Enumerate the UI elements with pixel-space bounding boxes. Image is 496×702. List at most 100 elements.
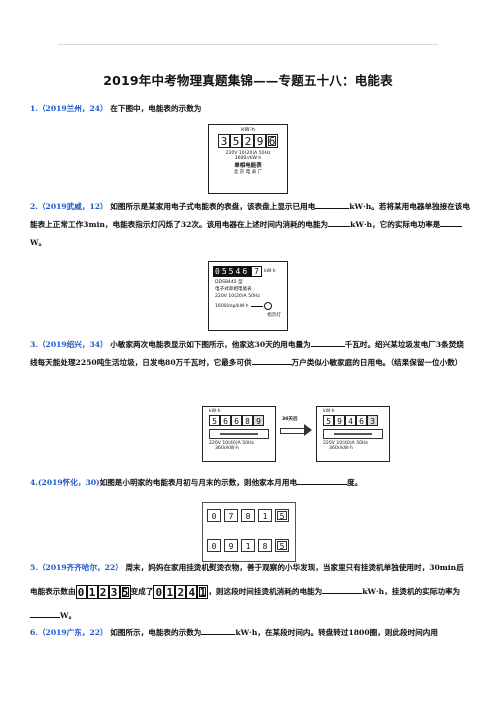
- digit: 2: [242, 134, 254, 148]
- question-text: 周末，妈妈在家用挂烫机熨烫衣物，善于观察的小华发现，当家里只有挂烫机单独使用时，…: [30, 563, 464, 596]
- question-number: 5.: [30, 563, 38, 572]
- digit: 6: [242, 267, 250, 276]
- question-2: 2.（2019武威，12） 如图所示是某家用电子式电能表的表盘，该表盘上显示已用…: [30, 198, 470, 252]
- digit: 5: [323, 415, 334, 426]
- answer-blank[interactable]: [201, 625, 236, 635]
- meter-dial: [209, 429, 269, 439]
- question-text: 如图是小明家的电能表月初与月末的示数，则他家本月用电: [99, 478, 298, 487]
- digit: 3: [218, 134, 230, 148]
- question-3: 3.（2019绍兴，34） 小敏家两次电能表显示如下图所示，他家这30天的用电量…: [30, 336, 470, 372]
- digit: 5: [230, 134, 242, 148]
- digit-decimal: 5: [275, 509, 289, 522]
- meter-figure-q3-before: kW·h 5 6 6 8 9 220V 10(40)A 50Hz 360r/kW…: [202, 406, 276, 462]
- meter-rev: 360r/kW·h: [215, 446, 239, 451]
- question-source: (2019怀化，30): [37, 478, 100, 487]
- meter-dial: [323, 429, 383, 439]
- digit: 2: [175, 585, 187, 599]
- answer-blank[interactable]: [315, 199, 350, 209]
- digit-decimal: 6: [266, 134, 278, 148]
- question-text: 变成了: [130, 587, 154, 596]
- digit-decimal: 3: [367, 415, 378, 426]
- digit: 0: [215, 267, 222, 276]
- meter-spec: 220V 10(20)A 50Hz: [225, 151, 271, 156]
- meter-lamp-label: 指示灯: [267, 313, 281, 318]
- digit: 4: [345, 415, 356, 426]
- digit: 0: [207, 539, 221, 552]
- question-text: 万户类似小敏家庭的日用电。（结果保留一位小数）: [291, 358, 463, 367]
- meter-maker: 北 京 电 表 厂: [233, 170, 263, 175]
- question-text: W。: [30, 238, 47, 247]
- digit: 3: [108, 585, 120, 599]
- indicator-lamp-icon: [264, 302, 273, 310]
- digit: 5: [228, 267, 236, 276]
- meter-imp: 1600imp/kW·h: [215, 303, 249, 309]
- meter-readings-q4: 0 7 8 1 5 0 9 1 8 5: [202, 502, 296, 562]
- digit: 1: [86, 585, 98, 599]
- digit: 5: [209, 415, 220, 426]
- meter-digits: 0 5 5 4 6 7 kW·h: [213, 266, 287, 277]
- answer-blank[interactable]: [30, 608, 60, 618]
- question-text: kW·h，挂烫机的实际功率为: [362, 587, 461, 596]
- question-1: 1.（2019兰州，24） 在下图中，电能表的示数为: [30, 100, 470, 118]
- answer-blank[interactable]: [328, 217, 351, 227]
- header-divider: [58, 44, 438, 45]
- digit-decimal: 5: [119, 585, 131, 599]
- digit: 6: [231, 415, 242, 426]
- digit: 8: [241, 509, 255, 522]
- question-5: 5.（2019齐齐哈尔，22） 周末，妈妈在家用挂烫机熨烫衣物，善于观察的小华发…: [30, 556, 470, 628]
- page-title: 2019年中考物理真题集锦——专题五十八：电能表: [103, 73, 393, 88]
- answer-blank[interactable]: [297, 475, 348, 485]
- question-text: 在下图中，电能表的示数为: [110, 104, 202, 113]
- meter-rev: 360r/kW·h: [329, 446, 353, 451]
- answer-blank[interactable]: [440, 217, 463, 227]
- question-text: W。: [60, 611, 77, 620]
- meter-digits: 5 6 6 8 9: [209, 415, 275, 426]
- arrow-right-icon: [304, 424, 312, 436]
- answer-blank[interactable]: [322, 584, 363, 594]
- digit: 7: [224, 509, 238, 522]
- meter-name: 电子式单相电能表: [215, 287, 252, 292]
- digit: 8: [242, 415, 253, 426]
- question-text: 度。: [347, 478, 363, 487]
- question-text: 如图所示是某家用电子式电能表的表盘，该表盘上显示已用电: [110, 202, 316, 211]
- digit: 4: [235, 267, 243, 276]
- digit: 9: [254, 134, 266, 148]
- question-number: 2.: [30, 202, 38, 211]
- meter-name: 单相电能表: [234, 163, 262, 169]
- question-text: kW·h。若将某用电器单独接在该电能表上正常工作3min，电能表指示灯闪烁了32…: [30, 202, 470, 229]
- question-source: （2019绍兴，34）: [37, 340, 108, 349]
- question-text: 小敏家两次电能表显示如下图所示，他家这30天的用电量为: [110, 340, 311, 349]
- meter-model: DDS8445 型: [215, 280, 243, 285]
- digit: 0: [207, 509, 221, 522]
- reading-end: 0 9 1 8 5: [207, 539, 289, 552]
- digit: 9: [224, 539, 238, 552]
- question-text: kW·h，它的实际电功率是: [350, 220, 441, 229]
- digit: 1: [164, 585, 176, 599]
- digit: 2: [97, 585, 109, 599]
- answer-blank[interactable]: [310, 337, 345, 347]
- question-number: 1.: [30, 104, 38, 113]
- digit: 8: [258, 539, 272, 552]
- reading-start: 0 7 8 1 5: [207, 509, 289, 522]
- meter-spec: 220V 10(40)A 50Hz: [209, 441, 254, 446]
- question-text: ，则这段时间挂烫机消耗的电能为: [208, 587, 323, 596]
- question-number: 4.: [30, 478, 38, 487]
- digit-decimal: 9: [253, 415, 264, 426]
- meter-spec: 220V 10(20)A 50Hz: [215, 294, 260, 299]
- digit: 0: [153, 585, 165, 599]
- meter-figure-q1: kW·h 3 5 2 9 6 220V 10(20)A 50Hz 3600r/k…: [208, 124, 288, 194]
- digit: 1: [241, 539, 255, 552]
- digit-decimal: 7: [251, 266, 262, 277]
- meter-digits: 5 9 4 6 3: [323, 415, 389, 426]
- meter-unit: kW·h: [323, 409, 335, 414]
- digit: 1: [258, 509, 272, 522]
- answer-blank[interactable]: [251, 355, 292, 365]
- meter-spec: 220V 10(40)A 50Hz: [323, 441, 368, 446]
- meter-unit: kW·h: [241, 127, 255, 133]
- meter-unit: kW·h: [209, 409, 221, 414]
- digit: 9: [334, 415, 345, 426]
- question-number: 6.: [30, 628, 38, 637]
